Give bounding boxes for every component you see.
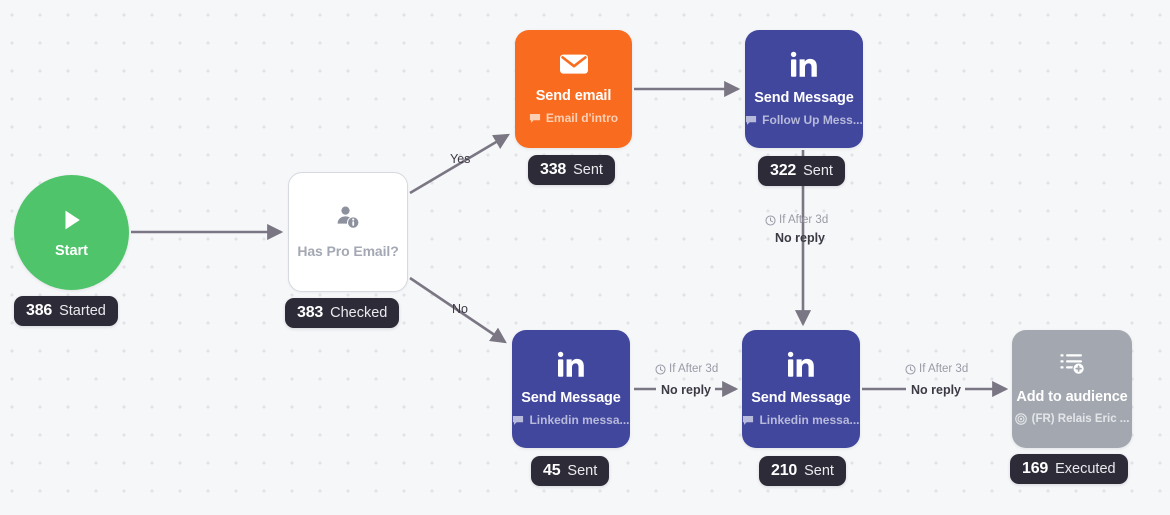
envelope-icon [559,53,589,75]
node-linkedin-first-subtitle: Linkedin messa... [529,412,630,427]
node-linkedin-second-subtitle: Linkedin messa... [759,412,860,427]
metric-value: 386 [26,302,53,319]
node-linkedin-second-subtitle-row: Linkedin messa... [742,412,860,427]
node-add-to-audience-subtitle-row: (FR) Relais Eric ... [1014,413,1130,426]
linkedin-icon [786,351,816,379]
message-flag-icon [742,415,754,426]
delay-condition-2: No reply [661,383,712,397]
message-flag-icon [745,115,757,126]
node-linkedin-first[interactable]: Send Message Linkedin messa... [512,330,630,448]
node-start-label: Start [54,242,89,259]
node-add-to-audience[interactable]: Add to audience (FR) Relais Eric ... [1012,330,1132,448]
node-send-email-title: Send email [535,87,612,104]
node-linkedin-followup[interactable]: Send Message Follow Up Mess... [745,30,863,148]
metric-label: Started [59,303,106,319]
metric-badge-linkedin-followup: 322 Sent [758,156,845,186]
delay-label-3: If After 3d [905,363,968,375]
metric-badge-condition: 383 Checked [285,298,400,328]
delay-condition-3: No reply [911,383,962,397]
node-linkedin-followup-title: Send Message [754,89,854,106]
node-condition-title: Has Pro Email? [297,243,399,260]
clock-icon [765,214,776,226]
message-flag-icon [512,415,524,426]
metric-value: 338 [540,161,567,178]
delay-condition-1: No reply [775,231,826,245]
node-linkedin-followup-subtitle: Follow Up Mess... [762,112,863,127]
metric-badge-linkedin-first: 45 Sent [531,456,610,486]
metric-label: Sent [573,162,603,178]
delay-label-1: If After 3d [765,214,828,226]
delay-time-2: If After 3d [669,363,719,375]
metric-value: 322 [770,162,797,179]
metric-badge-send-email: 338 Sent [528,155,615,185]
node-linkedin-second-title: Send Message [751,389,851,406]
node-add-to-audience-subtitle: (FR) Relais Eric ... [1031,413,1130,426]
metric-label: Executed [1055,461,1116,477]
node-linkedin-first-title: Send Message [521,389,621,406]
node-condition-has-pro-email[interactable]: Has Pro Email? [288,172,408,292]
delay-label-2: If After 3d [655,363,718,375]
list-add-icon [1058,352,1086,376]
delay-time-1: If After 3d [779,214,829,226]
node-send-email-subtitle-row: Email d'intro [529,110,619,125]
clock-icon [905,363,916,375]
node-send-email-subtitle: Email d'intro [545,110,619,125]
metric-value: 210 [771,462,798,479]
node-linkedin-first-subtitle-row: Linkedin messa... [512,412,630,427]
node-linkedin-second[interactable]: Send Message Linkedin messa... [742,330,860,448]
target-icon [1014,413,1027,426]
node-send-email[interactable]: Send email Email d'intro [515,30,632,148]
metric-value: 169 [1022,460,1049,477]
node-linkedin-followup-subtitle-row: Follow Up Mess... [745,112,863,127]
metric-badge-start: 386 Started [14,296,118,326]
metric-label: Sent [803,163,833,179]
message-flag-icon [529,113,541,124]
node-add-to-audience-title: Add to audience [1016,389,1128,406]
clock-icon [655,363,666,375]
metric-value: 383 [297,304,324,321]
edge-label-yes: Yes [450,152,471,166]
metric-label: Checked [330,305,388,321]
node-start[interactable]: Start [14,175,129,290]
delay-time-3: If After 3d [919,363,969,375]
person-info-icon [334,204,362,232]
play-icon [59,207,85,233]
edge-label-no: No [452,302,468,316]
metric-badge-add-to-audience: 169 Executed [1010,454,1128,484]
linkedin-icon [556,351,586,379]
metric-value: 45 [543,462,561,479]
linkedin-icon [789,51,819,79]
metric-label: Sent [567,463,598,479]
metric-badge-linkedin-second: 210 Sent [759,456,846,486]
metric-label: Sent [804,463,834,479]
